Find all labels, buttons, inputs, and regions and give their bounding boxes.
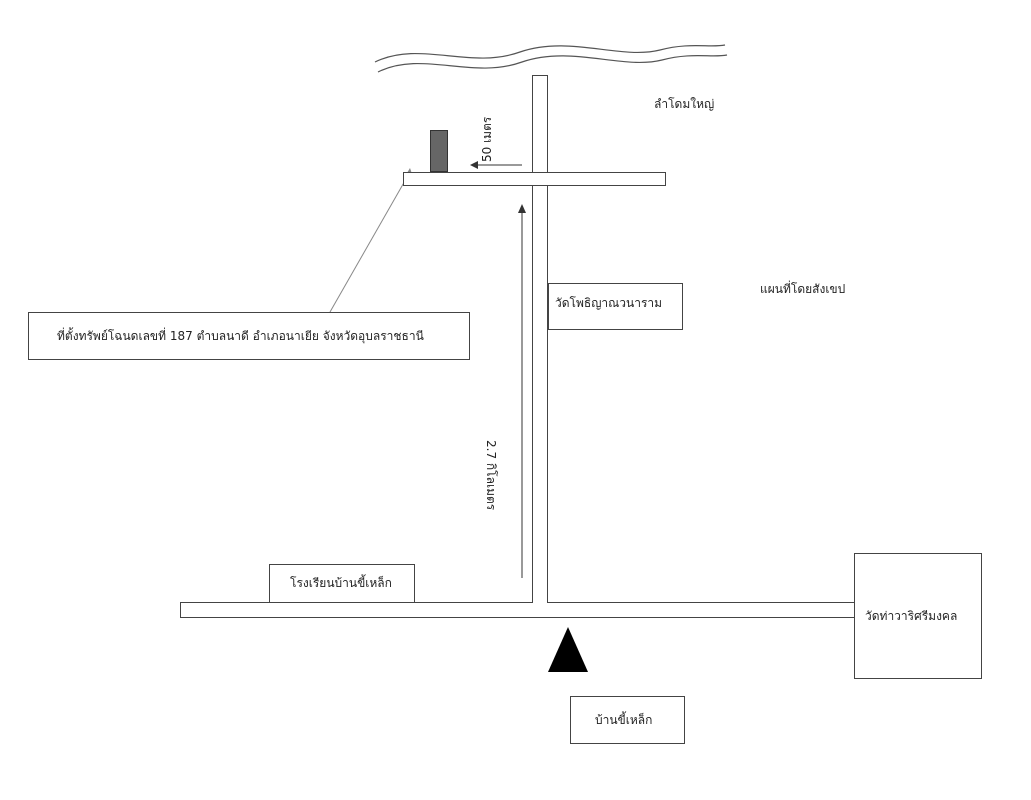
school-box: โรงเรียนบ้านขี้เหล็ก xyxy=(269,564,415,603)
temple-tha-text: วัดท่าวาริศรีมงคล xyxy=(865,608,958,623)
village-text: บ้านขี้เหล็ก xyxy=(595,712,653,727)
road-joint-top xyxy=(533,173,547,185)
road-joint-bottom xyxy=(533,600,547,604)
distance-27km-label: 2.7 กิโลเมตร xyxy=(484,440,498,511)
vertical-road xyxy=(532,75,548,602)
temple-pho-text: วัดโพธิญาณวนาราม xyxy=(555,296,663,310)
map-note-label: แผนที่โดยสังเขป xyxy=(760,282,846,296)
river-label: ลำโดมใหญ่ xyxy=(654,97,715,111)
property-location-box: ที่ตั้งทรัพย์โฉนดเลขที่ 187 ตำบลนาดี อำเ… xyxy=(28,312,470,360)
start-triangle-icon xyxy=(548,627,588,672)
village-box: บ้านขี้เหล็ก xyxy=(570,696,685,744)
temple-tha-box: วัดท่าวาริศรีมงคล xyxy=(854,553,982,679)
temple-pho-box: วัดโพธิญาณวนาราม xyxy=(548,283,683,330)
distance-50m-label: 50 เมตร xyxy=(480,116,494,162)
property-marker xyxy=(430,130,448,172)
property-location-text: ที่ตั้งทรัพย์โฉนดเลขที่ 187 ตำบลนาดี อำเ… xyxy=(57,328,424,343)
school-text: โรงเรียนบ้านขี้เหล็ก xyxy=(290,576,392,590)
property-leader-line xyxy=(329,171,411,313)
bottom-road xyxy=(180,602,855,618)
